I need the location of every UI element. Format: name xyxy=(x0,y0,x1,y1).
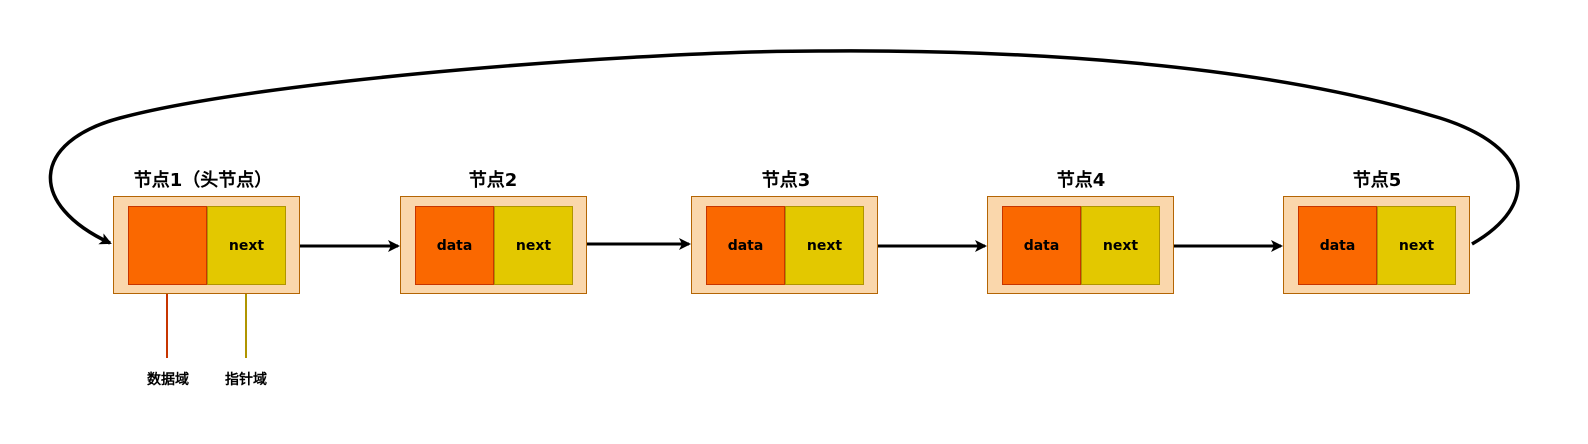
node-2-next-cell: next xyxy=(494,206,573,285)
node-3-title: 节点3 xyxy=(761,170,811,191)
loop-back-arrow xyxy=(48,49,1520,246)
node-2-data-cell: data xyxy=(415,206,494,285)
node-5-data-cell: data xyxy=(1298,206,1377,285)
node-4: data next xyxy=(987,196,1174,294)
node-1-next-cell: next xyxy=(207,206,286,285)
node-1: next xyxy=(113,196,300,294)
node-2-title: 节点2 xyxy=(468,170,518,191)
node-3: data next xyxy=(691,196,878,294)
data-field-label: 数据域 xyxy=(147,372,189,388)
node-4-next-cell: next xyxy=(1081,206,1160,285)
node-5: data next xyxy=(1283,196,1470,294)
node-1-title: 节点1（头节点） xyxy=(133,170,273,191)
node-3-data-cell: data xyxy=(706,206,785,285)
node-2: data next xyxy=(400,196,587,294)
node-4-data-cell: data xyxy=(1002,206,1081,285)
node-5-next-cell: next xyxy=(1377,206,1456,285)
node-5-title: 节点5 xyxy=(1352,170,1402,191)
pointer-field-label: 指针域 xyxy=(225,372,267,388)
node-4-title: 节点4 xyxy=(1056,170,1106,191)
node-3-next-cell: next xyxy=(785,206,864,285)
node-1-data-cell xyxy=(128,206,207,285)
